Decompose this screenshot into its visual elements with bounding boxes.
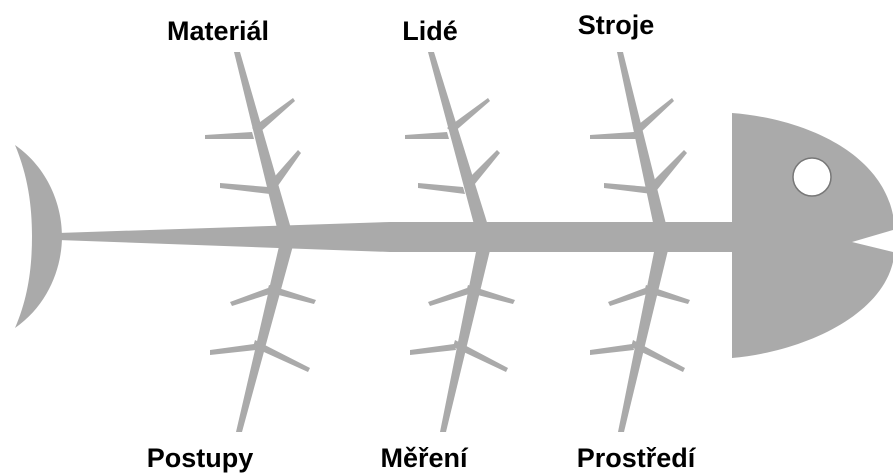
fish-tail — [15, 145, 62, 328]
category-label-material: Materiál — [167, 16, 269, 46]
category-label-measurement: Měření — [380, 443, 469, 473]
bone-bottom-3 — [590, 242, 690, 432]
category-label-environment: Prostředí — [577, 443, 697, 473]
fish-eye — [793, 158, 831, 196]
category-label-procedures: Postupy — [147, 443, 254, 473]
bone-bottom-1 — [210, 242, 316, 432]
category-label-machines: Stroje — [578, 10, 655, 40]
bone-top-3 — [590, 52, 687, 232]
fish-spine — [58, 222, 740, 252]
bone-bottom-2 — [410, 242, 515, 432]
bone-top-1 — [205, 52, 301, 232]
fish-head — [732, 113, 893, 358]
category-label-people: Lidé — [402, 16, 458, 46]
bone-top-2 — [405, 52, 500, 232]
